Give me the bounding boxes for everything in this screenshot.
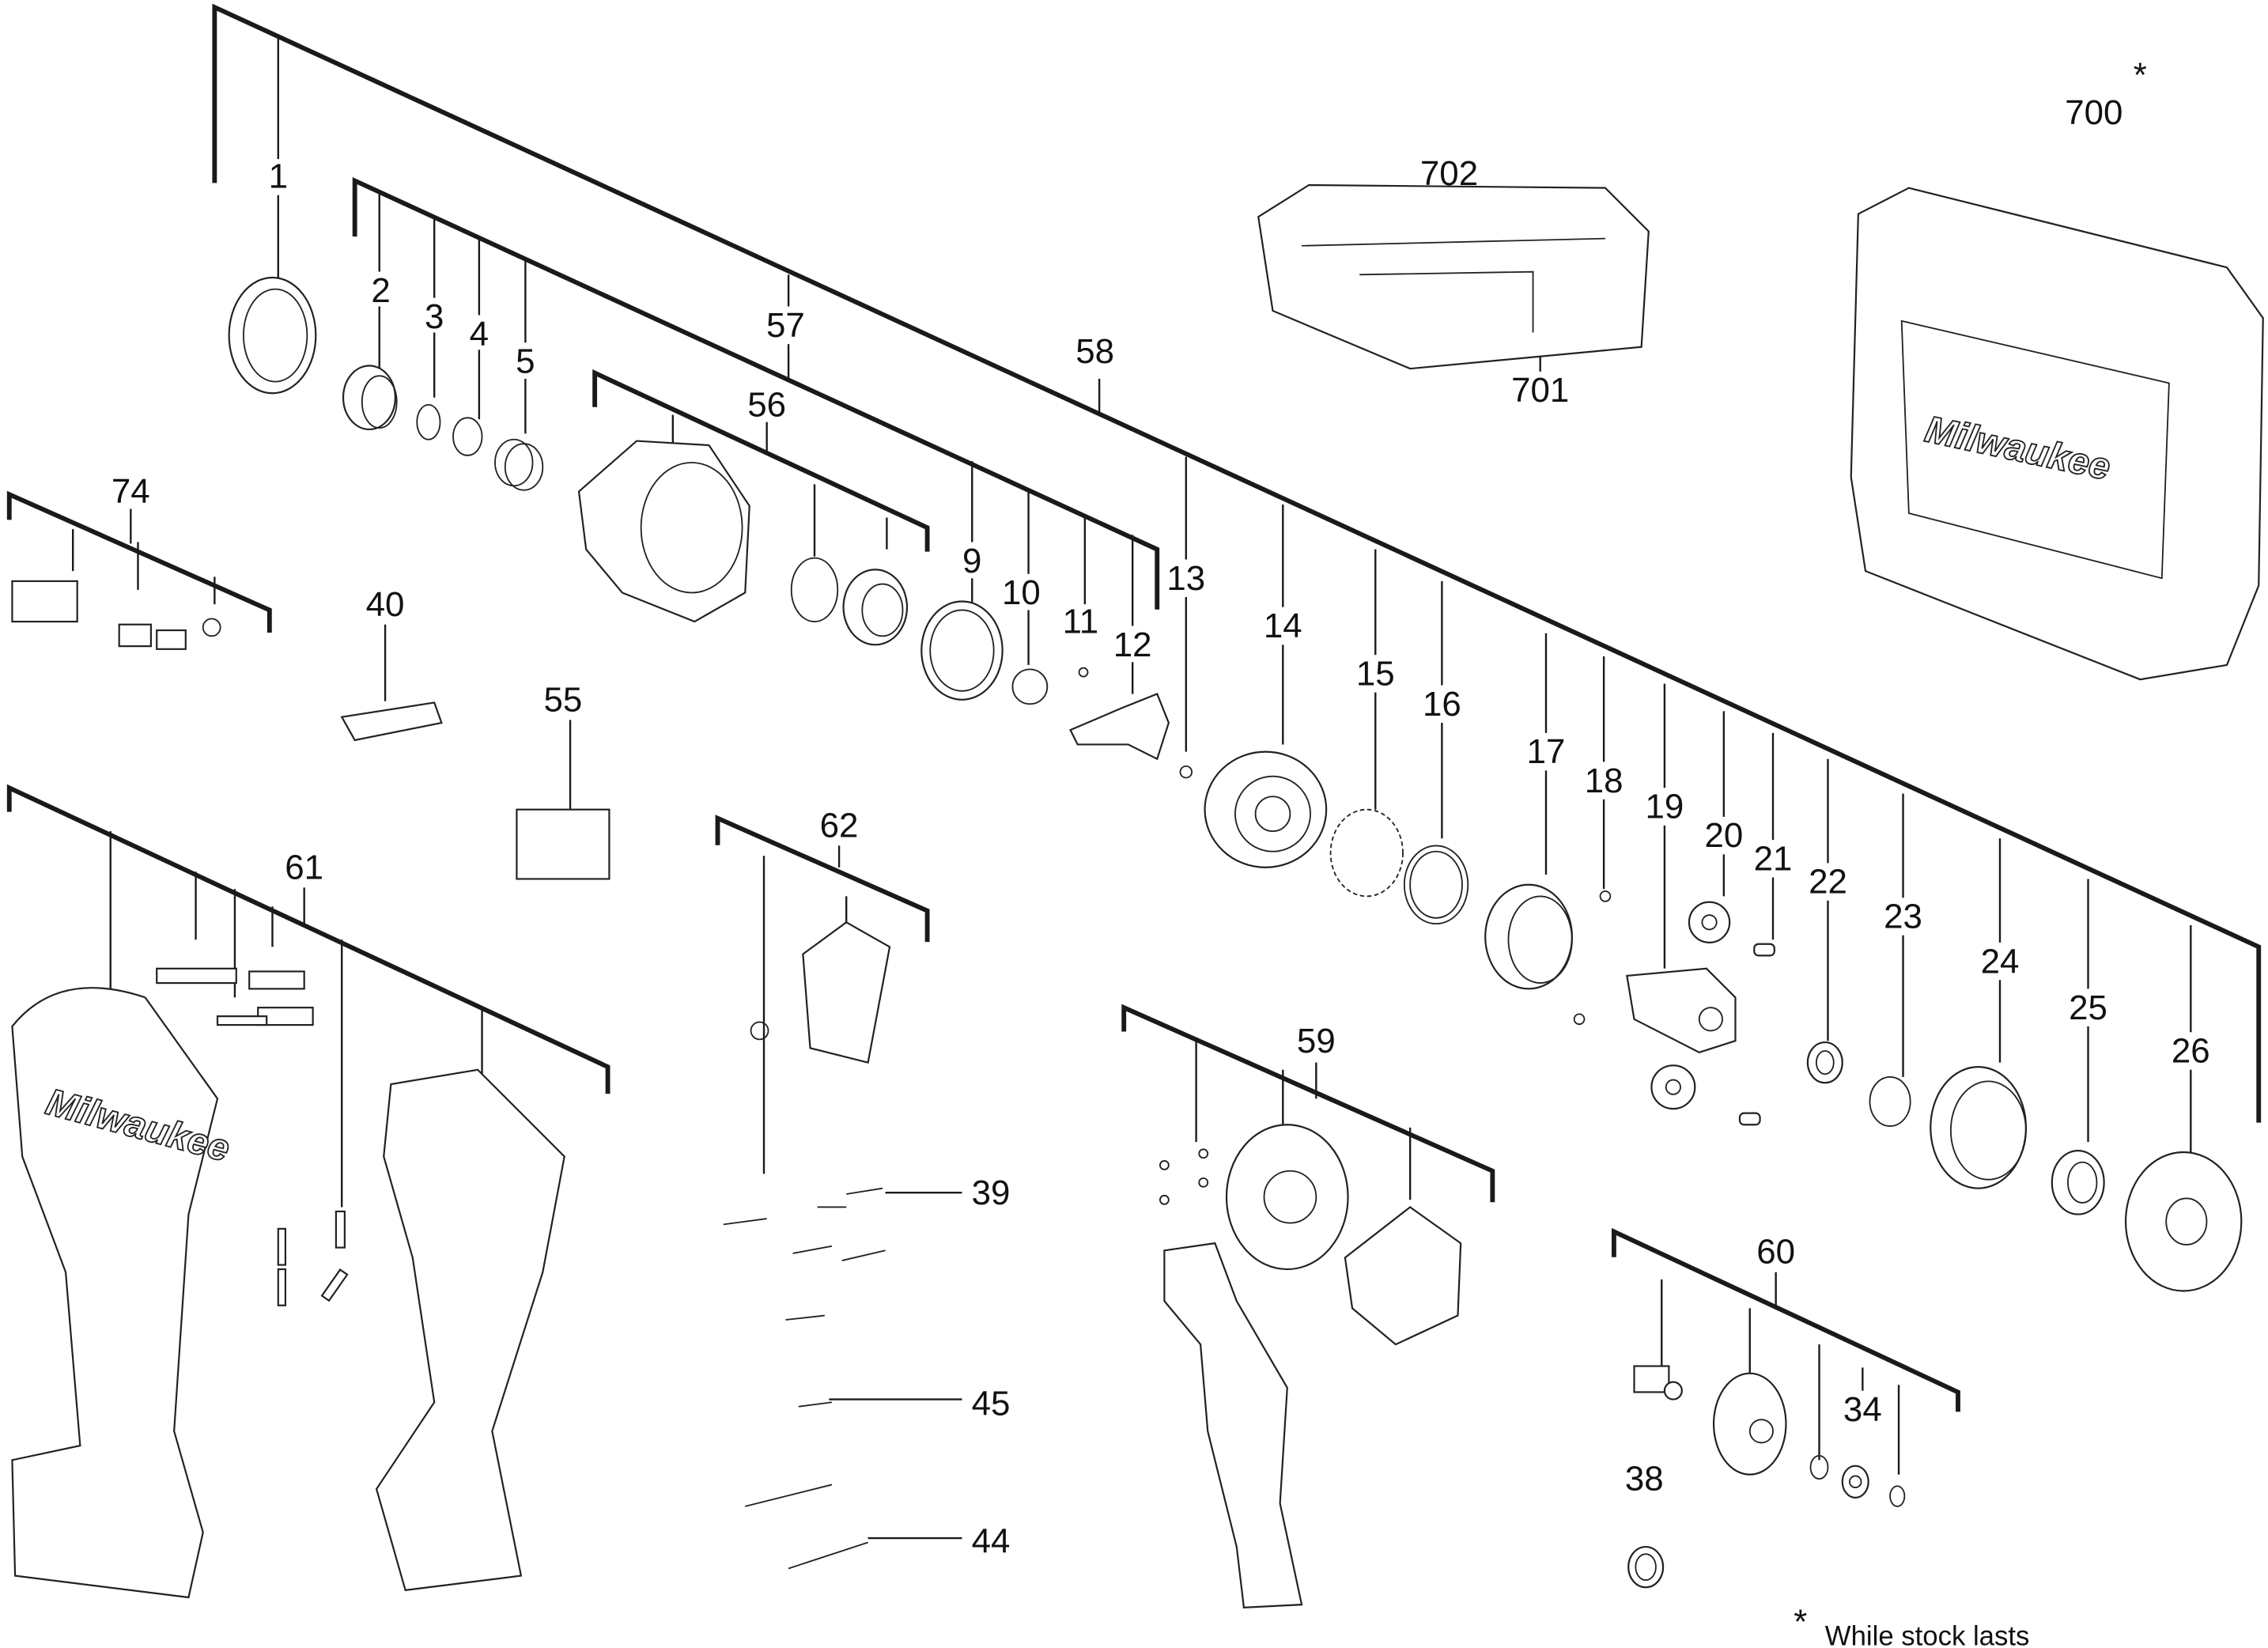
label-part-5: 5 bbox=[516, 342, 535, 381]
label-part-13: 13 bbox=[1166, 559, 1205, 598]
label-part-21: 21 bbox=[1754, 839, 1793, 878]
footnote-text: While stock lasts bbox=[1825, 1621, 2030, 1648]
label-part-702: 702 bbox=[1420, 154, 1478, 193]
label-part-17: 17 bbox=[1527, 732, 1566, 771]
label-part-1: 1 bbox=[269, 157, 288, 196]
label-part-45: 45 bbox=[972, 1385, 1011, 1423]
label-part-2: 2 bbox=[371, 271, 390, 310]
label-part-24: 24 bbox=[1981, 942, 2020, 981]
label-part-44: 44 bbox=[972, 1521, 1011, 1560]
label-part-4: 4 bbox=[470, 315, 489, 353]
label-part-58: 58 bbox=[1075, 332, 1114, 371]
label-part-25: 25 bbox=[2069, 988, 2107, 1027]
label-part-74: 74 bbox=[112, 472, 150, 511]
label-part-57: 57 bbox=[766, 306, 805, 345]
label-part-26: 26 bbox=[2172, 1032, 2210, 1071]
footnote-asterisk: * bbox=[1794, 1603, 1807, 1642]
label-part-10: 10 bbox=[1002, 573, 1041, 612]
label-part-39: 39 bbox=[972, 1174, 1011, 1212]
label-part-14: 14 bbox=[1264, 607, 1302, 645]
label-part-20: 20 bbox=[1704, 816, 1743, 855]
label-part-11: 11 bbox=[1063, 603, 1099, 641]
part-labels: 1 2 3 4 5 57 56 58 702 701 700 * 74 40 5… bbox=[112, 56, 2210, 1648]
label-part-9: 9 bbox=[962, 542, 981, 580]
label-part-23: 23 bbox=[1884, 898, 1922, 936]
label-part-3: 3 bbox=[425, 297, 444, 336]
label-part-18: 18 bbox=[1585, 762, 1624, 800]
label-part-700: 700 bbox=[2065, 93, 2122, 132]
label-part-61: 61 bbox=[285, 848, 323, 886]
label-part-62: 62 bbox=[820, 806, 859, 845]
part-graphics: Milwaukee Milwaukee bbox=[11, 183, 2264, 1608]
asterisk-700: * bbox=[2134, 56, 2147, 95]
label-part-701: 701 bbox=[1511, 371, 1569, 410]
label-part-16: 16 bbox=[1423, 685, 1461, 724]
label-part-22: 22 bbox=[1809, 863, 1847, 901]
label-part-38: 38 bbox=[1625, 1460, 1664, 1499]
label-part-12: 12 bbox=[1113, 626, 1152, 664]
label-part-19: 19 bbox=[1646, 788, 1684, 826]
label-part-34: 34 bbox=[1843, 1390, 1882, 1429]
label-part-60: 60 bbox=[1756, 1233, 1795, 1272]
label-part-59: 59 bbox=[1297, 1022, 1336, 1060]
label-part-55: 55 bbox=[544, 680, 583, 719]
label-part-40: 40 bbox=[366, 585, 405, 624]
label-part-15: 15 bbox=[1356, 655, 1395, 694]
label-part-56: 56 bbox=[747, 385, 786, 424]
